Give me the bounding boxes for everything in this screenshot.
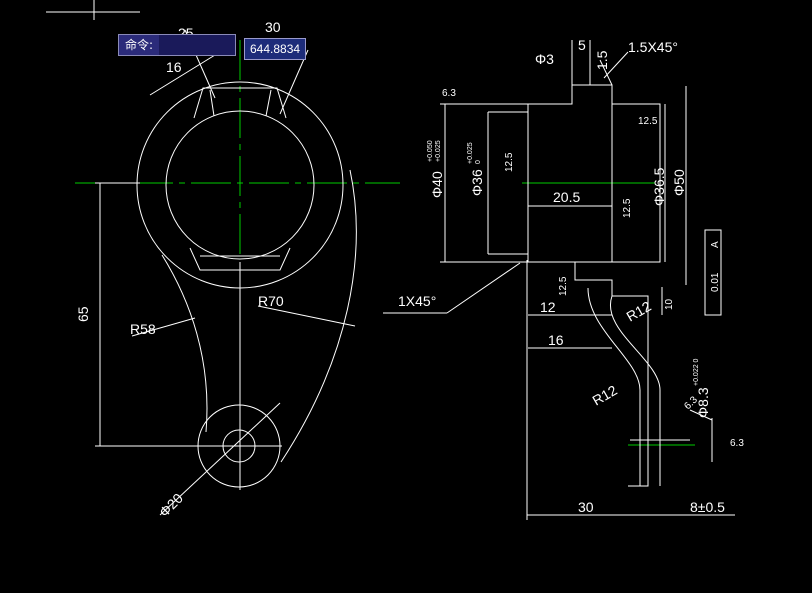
- roughness-6-3-top: 6.3: [442, 88, 456, 99]
- dim-phi36-5: Φ36.5: [651, 167, 667, 206]
- dim-20-5: 20.5: [553, 189, 580, 205]
- dim-16: 16: [166, 59, 182, 75]
- dim-phi40-tol-upper: +0.050: [427, 140, 434, 162]
- dim-phi36-tol-upper: +0.025: [467, 142, 474, 164]
- dim-10: 10: [664, 298, 675, 310]
- dim-phi8-3: Φ8.3: [695, 387, 711, 418]
- command-label: 命令:: [119, 35, 160, 55]
- roughness-12-5-lower: 12.5: [558, 276, 569, 296]
- dim-phi8-3-tol: +0.022 0: [693, 358, 700, 386]
- rocker-arm-view: [136, 81, 357, 490]
- dim-30-bottom: 30: [578, 499, 594, 515]
- dim-16-side: 16: [548, 332, 564, 348]
- geometric-tolerance-value: 0.01: [710, 272, 721, 292]
- rocker-arm-dimensions: [95, 29, 356, 516]
- roughness-12-5-mid: 12.5: [622, 198, 633, 218]
- sleeve-dimensions: [383, 40, 735, 520]
- dim-12: 12: [540, 299, 556, 315]
- dim-phi36-tol-lower: 0: [475, 160, 482, 164]
- dim-65: 65: [75, 306, 91, 322]
- dim-chamfer-1x45: 1X45°: [398, 293, 436, 309]
- crosshair-cursor: [46, 0, 140, 20]
- command-prompt[interactable]: 命令:: [118, 34, 237, 56]
- dim-r12-bottom: R12: [590, 382, 620, 409]
- geometric-tolerance-datum: A: [710, 241, 721, 248]
- dim-30: 30: [265, 19, 281, 35]
- dim-phi36: Φ36: [469, 169, 485, 196]
- dim-phi40: Φ40: [429, 171, 445, 198]
- dim-1-5: 1.5: [594, 50, 610, 70]
- roughness-12-5-inner: 12.5: [504, 152, 515, 172]
- dim-phi3: Φ3: [535, 51, 554, 67]
- command-input[interactable]: [159, 35, 236, 55]
- center-lines: [75, 40, 695, 446]
- dim-r58: R58: [130, 321, 156, 337]
- dim-r70: R70: [258, 293, 284, 309]
- dynamic-input-value: 644.8834: [244, 38, 307, 60]
- dim-5: 5: [578, 37, 586, 53]
- dim-phi50: Φ50: [671, 169, 687, 196]
- dim-phi40-tol-lower: +0.025: [435, 140, 442, 162]
- roughness-12-5-top: 12.5: [638, 116, 658, 127]
- sleeve-section-view: [527, 84, 690, 487]
- dim-chamfer-1-5x45: 1.5X45°: [628, 39, 678, 55]
- dim-8-tol: 8±0.5: [690, 499, 725, 515]
- dim-r12-top: R12: [624, 298, 654, 325]
- roughness-6-3-bottom: 6.3: [730, 438, 744, 449]
